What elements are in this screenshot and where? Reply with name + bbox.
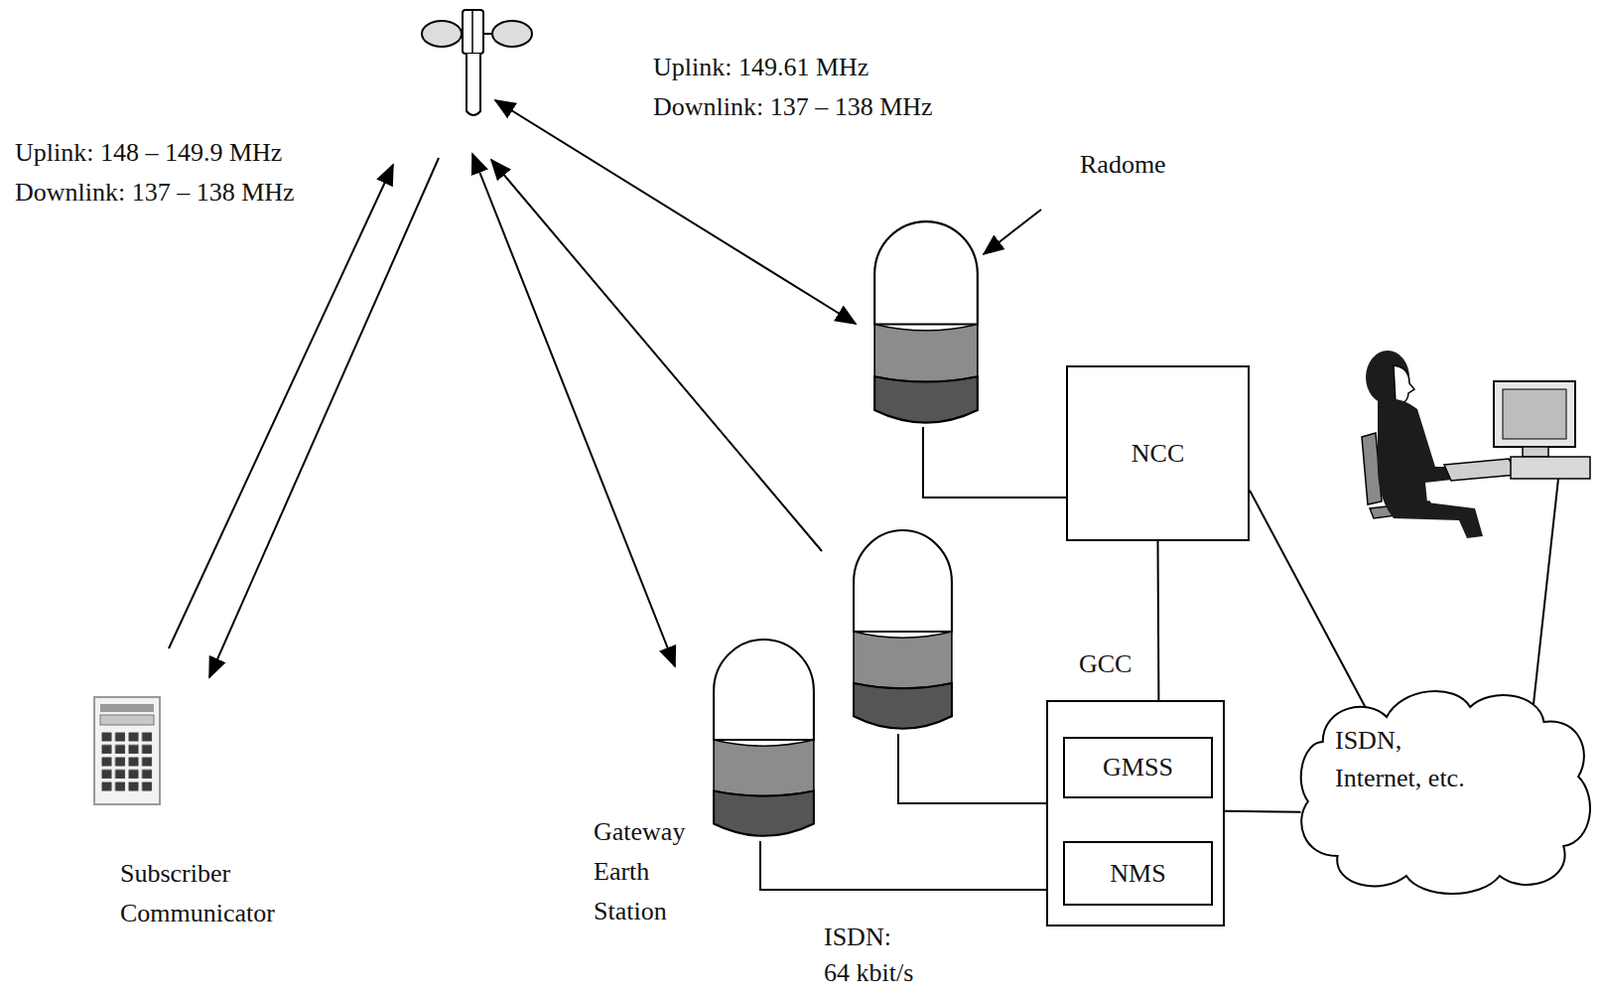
text-label: Uplink: 149.61 MHz — [653, 47, 872, 88]
text-label: Downlink: 137 – 138 MHz — [653, 87, 935, 128]
uplink-arrow — [168, 164, 394, 649]
connector-line — [1224, 810, 1302, 812]
device-display — [100, 703, 154, 712]
wire — [898, 733, 1047, 803]
device-case — [94, 696, 160, 804]
radome-antenna — [874, 221, 978, 423]
box-text: GMSS — [1102, 750, 1174, 785]
text-label: ISDN: 64 kbit/s — [823, 919, 915, 991]
text-label: Radome — [1079, 144, 1169, 185]
box-text: NMS — [1109, 856, 1166, 891]
subsystem-box: GMSS — [1063, 736, 1213, 799]
feeder-link-arrow — [472, 153, 675, 667]
box-text: NCC — [1131, 436, 1185, 471]
text-label: Downlink: 137 – 138 MHz — [14, 172, 297, 213]
control-center-box: NCC — [1066, 365, 1250, 541]
box-heading: GCC — [1078, 646, 1132, 682]
computer-case — [1510, 456, 1591, 479]
feeder-link-arrow — [491, 159, 822, 551]
network-cloud: ISDN, Internet, etc. — [1293, 681, 1594, 899]
cloud-outline — [1301, 690, 1591, 894]
satellite-antenna — [466, 53, 481, 116]
monitor — [1493, 381, 1576, 447]
downlink-arrow — [209, 157, 439, 677]
radome-antenna — [713, 639, 814, 836]
connector-line — [1249, 490, 1365, 707]
operator-icon — [1361, 350, 1591, 704]
wire — [923, 426, 1067, 498]
leader-arrow — [983, 209, 1042, 255]
wire — [760, 840, 1047, 890]
gateway-control-box: GCCGMSSNMS — [1046, 699, 1225, 927]
text-label: Subscriber Communicator — [120, 853, 140, 934]
satellite-seam — [471, 9, 474, 54]
network-wire — [1533, 478, 1559, 704]
device-display — [100, 714, 154, 725]
feeder-link-arrow — [495, 100, 856, 324]
keyboard — [1444, 458, 1519, 481]
subsystem-box: NMS — [1063, 840, 1213, 906]
subscriber-device-icon — [94, 696, 160, 804]
text-label: Uplink: 148 – 149.9 MHz — [14, 133, 285, 173]
monitor-stand — [1522, 446, 1549, 457]
text-label: Gateway Earth Station — [593, 811, 614, 932]
face — [1393, 365, 1415, 403]
solar-panel — [492, 20, 533, 47]
monitor-screen — [1502, 389, 1567, 439]
satellite-icon — [421, 9, 533, 116]
device-keypad — [100, 730, 154, 793]
connector-line — [1157, 540, 1161, 700]
solar-panel — [421, 20, 462, 47]
satellite-body — [462, 9, 484, 54]
radome-antenna — [853, 530, 952, 729]
cloud-text: ISDN, Internet, etc. — [1334, 721, 1466, 798]
